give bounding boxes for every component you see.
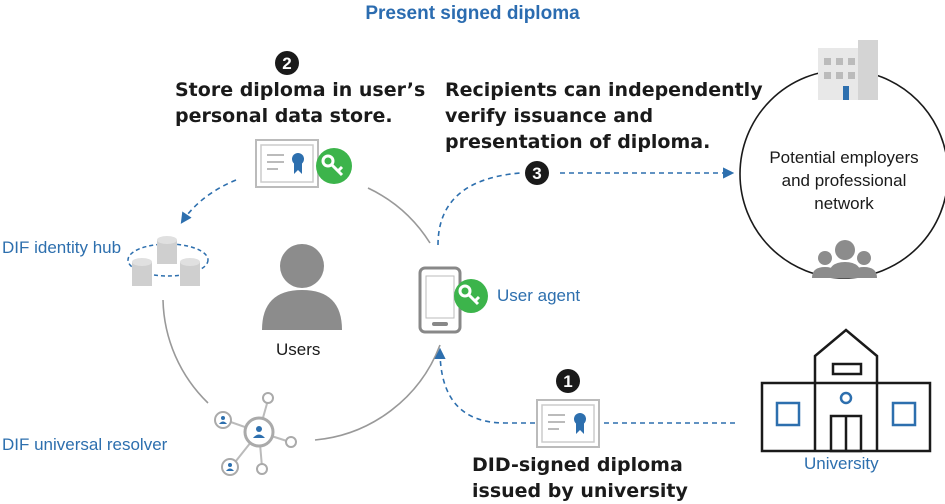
user-agent-phone-icon [418,266,462,334]
step-1-number: 1 [563,372,572,391]
university-building-icon [760,328,932,453]
universal-resolver-label: DIF universal resolver [2,435,168,454]
step-3-line-3: presentation of diploma. [445,131,711,153]
step-3-text: Recipients can independently verify issu… [445,77,763,155]
step-2-line-1: Store diploma in user’s [175,79,426,101]
employers-label: Potential employers and professional net… [744,146,944,215]
step-2-number: 2 [282,54,291,73]
stored-diploma-certificate-icon [255,139,319,188]
step-3-badge: 3 [525,161,549,185]
people-group-icon [812,240,877,278]
store-arrow [180,179,237,224]
diagram-title: Present signed diploma [365,3,580,24]
issue-arrow-left [434,347,535,424]
step-1-line-2: issued by university [472,480,688,502]
verify-arrow-left [437,172,521,246]
users-label: Users [276,340,321,359]
identity-hub-label: DIF identity hub [2,238,122,257]
user-agent-label: User agent [497,286,581,305]
step-2-line-2: personal data store. [175,105,393,127]
university-label: University [804,454,879,473]
step-3-line-2: verify issuance and [445,105,654,127]
step-2-text: Store diploma in user’s personal data st… [175,77,425,129]
employers-line-1: Potential employers [769,148,919,167]
step-3-line-1: Recipients can independently [445,79,763,101]
employers-line-3: network [814,194,874,213]
step-2-badge: 2 [275,51,299,75]
step-3-number: 3 [532,164,541,183]
step-1-line-1: DID-signed diploma [472,454,683,476]
stored-diploma-key-icon [316,148,352,184]
users-person-icon [262,244,342,330]
step-1-badge: 1 [556,369,580,393]
ecosystem-circle [162,187,441,441]
user-agent-key-icon [454,279,488,313]
issued-diploma-certificate-icon [536,399,600,448]
employer-building-icon [818,40,878,100]
identity-hub-icon [127,236,209,286]
employers-line-2: and professional [781,171,907,190]
step-1-text: DID-signed diploma issued by university [472,452,688,504]
universal-resolver-network-icon [214,392,297,476]
